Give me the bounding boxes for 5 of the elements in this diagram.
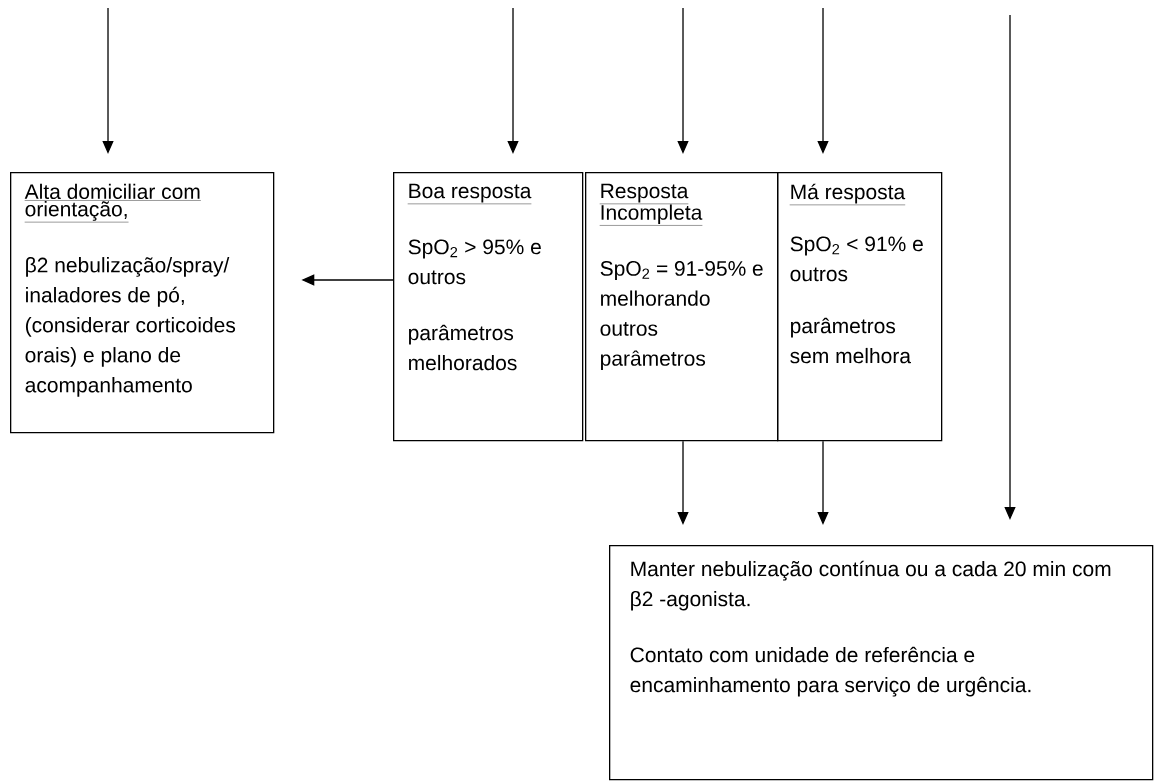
text-box: Manter nebulização contínua ou a cada 20 min com β2 -agonista. Contato com unidade de referência e encaminhamento para serviço de urgência. xyxy=(609,545,1154,781)
text-box: Boa resposta SpO$_{2}$ > 95% e outros parâmetros melhorados xyxy=(393,172,584,442)
text-box: Resposta Incompleta SpO$_{2}$ = 91-95% e melhorando outros parâmetros xyxy=(585,172,779,442)
text-box: Alta domiciliar com orientação, β2 nebulização/spray/ inaladores de pó, (considerar corticoides orais) e plano de acompanhamento xyxy=(10,172,275,434)
text-box: Má resposta SpO$_{2}$ < 91% e outros parâmetros sem melhora xyxy=(777,172,943,442)
